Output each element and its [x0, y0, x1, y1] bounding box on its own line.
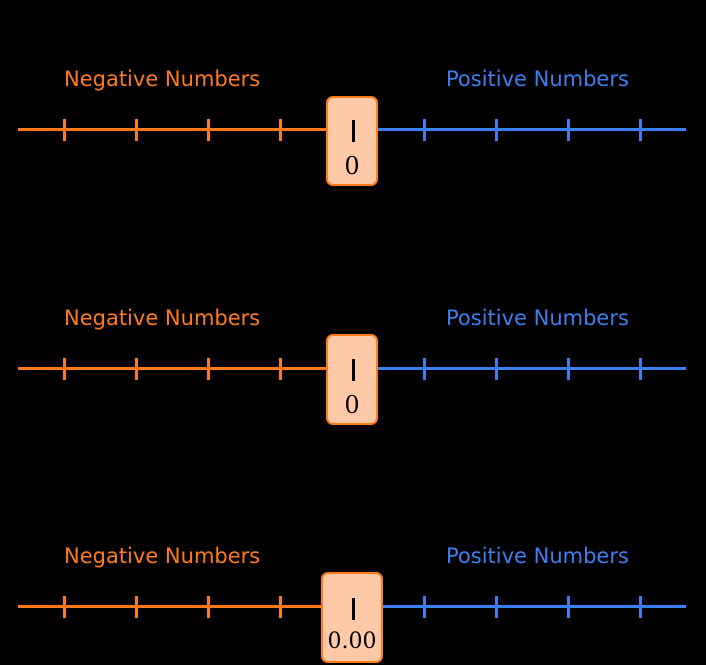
tick-mark: [279, 596, 282, 618]
zero-tick: [352, 598, 355, 620]
tick-mark: [495, 358, 498, 380]
tick-mark: [495, 119, 498, 141]
zero-label: 0.00: [327, 629, 377, 654]
zero-label: 0: [344, 391, 360, 419]
zero-tick: [352, 120, 355, 142]
negative-axis: [18, 367, 354, 370]
positive-numbers-label: Positive Numbers: [446, 67, 629, 91]
positive-numbers-label: Positive Numbers: [446, 544, 629, 568]
tick-mark: [567, 596, 570, 618]
tick-mark: [639, 358, 642, 380]
tick-mark: [567, 358, 570, 380]
tick-mark: [423, 596, 426, 618]
number-line-2: Negative Numbers Positive Numbers 0: [0, 301, 706, 425]
tick-mark: [63, 358, 66, 380]
zero-highlight-box: 0: [326, 334, 378, 425]
zero-tick: [352, 359, 355, 381]
tick-mark: [495, 596, 498, 618]
tick-mark: [423, 119, 426, 141]
tick-mark: [135, 119, 138, 141]
positive-numbers-label: Positive Numbers: [446, 306, 629, 330]
tick-mark: [207, 358, 210, 380]
tick-mark: [279, 358, 282, 380]
tick-mark: [279, 119, 282, 141]
negative-numbers-label: Negative Numbers: [64, 306, 261, 330]
tick-mark: [639, 596, 642, 618]
positive-axis: [352, 367, 686, 370]
negative-numbers-label: Negative Numbers: [64, 544, 261, 568]
tick-mark: [135, 358, 138, 380]
zero-highlight-box: 0.00: [321, 572, 383, 663]
negative-axis: [18, 128, 354, 131]
tick-mark: [207, 596, 210, 618]
number-line-1: Negative Numbers Positive Numbers 0: [0, 62, 706, 186]
tick-mark: [423, 358, 426, 380]
negative-axis: [18, 605, 354, 608]
zero-label: 0: [344, 152, 360, 180]
tick-mark: [639, 119, 642, 141]
positive-axis: [352, 605, 686, 608]
tick-mark: [567, 119, 570, 141]
positive-axis: [352, 128, 686, 131]
tick-mark: [63, 119, 66, 141]
zero-highlight-box: 0: [326, 96, 378, 186]
tick-mark: [207, 119, 210, 141]
tick-mark: [63, 596, 66, 618]
tick-mark: [135, 596, 138, 618]
negative-numbers-label: Negative Numbers: [64, 67, 261, 91]
number-line-3: Negative Numbers Positive Numbers 0.00: [0, 539, 706, 663]
